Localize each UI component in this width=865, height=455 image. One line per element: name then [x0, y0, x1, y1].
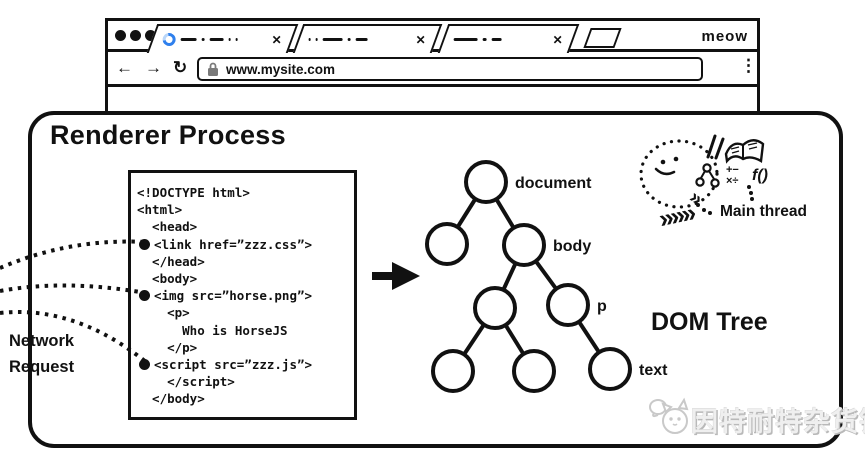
mini-tree-icon — [695, 163, 720, 188]
tab-title-placeholder — [355, 38, 368, 41]
code-line: </body> — [137, 391, 205, 407]
code-line: </head> — [137, 253, 205, 269]
browser-tab[interactable]: ✕ — [146, 24, 299, 53]
tab-title-placeholder — [201, 38, 205, 41]
new-tab-button[interactable] — [583, 28, 622, 48]
forward-icon[interactable]: → — [145, 58, 162, 77]
book-lines-icon — [730, 142, 758, 154]
toolbar: ← → ↻ www.mysite.com ⋮ — [108, 52, 757, 87]
code-line: </script> — [137, 374, 235, 390]
arrow-right-icon — [372, 262, 420, 290]
tab-title-placeholder — [235, 38, 238, 41]
code-line: Who is HorseJS — [137, 322, 288, 338]
resource-bullet-icon — [139, 238, 150, 250]
window-controls[interactable] — [115, 30, 156, 41]
renderer-process-title: Renderer Process — [50, 120, 286, 150]
back-icon[interactable]: ← — [116, 58, 133, 77]
tab-title-placeholder — [322, 38, 343, 41]
window-dot-icon[interactable] — [145, 30, 156, 41]
pencils-icon — [706, 134, 725, 160]
main-thread-character: +− ×÷ f() » »»» — [639, 134, 768, 234]
tab-title-placeholder — [453, 38, 478, 41]
tab-title-placeholder — [482, 38, 487, 41]
code-line: <head> — [137, 219, 198, 235]
math-symbols: ×÷ — [726, 175, 738, 187]
tab-title-placeholder — [308, 38, 311, 41]
dom-node-label: body — [553, 238, 591, 255]
main-thread-label: Main thread — [720, 203, 807, 220]
watermark-cat-logo — [649, 397, 689, 434]
code-line: <img src=”horse.png”> — [137, 287, 350, 304]
network-request-curves — [0, 239, 148, 364]
loading-spinner-icon — [160, 30, 179, 49]
lock-icon — [208, 62, 218, 76]
dot-trail-icon — [696, 185, 754, 215]
function-symbol: f() — [752, 167, 768, 184]
tab-title-placeholder — [209, 38, 224, 41]
dom-node — [473, 286, 517, 330]
code-line: <!DOCTYPE html> — [137, 185, 250, 200]
tab-close-icon[interactable]: ✕ — [552, 32, 563, 47]
dom-node-label: p — [597, 298, 607, 315]
tab-strip: ✕ ✕ ✕ meow — [108, 21, 757, 53]
html-code-box: <!DOCTYPE html> <html> <head><link href=”… — [128, 170, 357, 420]
resource-bullet-icon — [139, 358, 150, 370]
browser-brand: meow — [701, 28, 748, 45]
dom-node — [431, 349, 475, 393]
code-line: <p> — [137, 305, 190, 321]
math-symbols: +− — [726, 164, 739, 176]
tab-close-icon[interactable]: ✕ — [415, 32, 426, 47]
dom-node-label: text — [639, 362, 668, 379]
browser-tab[interactable]: ✕ — [437, 24, 580, 53]
book-icon — [724, 139, 765, 164]
network-request-label: Network Request — [9, 332, 75, 376]
code-line: <html> — [137, 202, 183, 218]
dom-node — [425, 222, 469, 266]
dom-tree-label: DOM Tree — [651, 308, 768, 336]
eye-icon — [673, 156, 679, 162]
url-text: www.mysite.com — [226, 61, 336, 77]
menu-icon[interactable]: ⋮ — [740, 56, 757, 75]
reload-icon[interactable]: ↻ — [173, 58, 188, 77]
tab-close-icon[interactable]: ✕ — [271, 32, 282, 47]
watermark-text: 因特耐特杂货铺 — [691, 407, 865, 437]
code-line: <link href=”zzz.css”> — [137, 236, 350, 253]
code-line: <body> — [137, 270, 198, 286]
dom-node-label: document — [515, 175, 592, 192]
browser-window: ✕ ✕ ✕ meow ← → ↻ www.mysite.com ⋮ — [105, 18, 760, 115]
tab-title-placeholder — [347, 38, 351, 41]
dom-node — [502, 223, 546, 267]
browser-tab[interactable]: ✕ — [292, 24, 443, 53]
window-dot-icon[interactable] — [130, 30, 141, 41]
code-line: <script src=”zzz.js”> — [137, 356, 350, 373]
eye-icon — [660, 159, 666, 165]
dom-node — [546, 283, 590, 327]
dom-node — [512, 349, 556, 393]
code-line: </p> — [137, 339, 198, 355]
tab-title-placeholder — [491, 38, 502, 41]
dom-node — [464, 160, 508, 204]
dom-node — [588, 347, 632, 391]
tab-title-placeholder — [180, 38, 197, 41]
url-bar[interactable]: www.mysite.com — [197, 57, 703, 81]
dom-tree-diagram: document body p text — [425, 160, 668, 393]
tab-title-placeholder — [315, 38, 318, 41]
resource-bullet-icon — [139, 290, 150, 302]
window-dot-icon[interactable] — [115, 30, 126, 41]
smile-icon — [654, 167, 676, 176]
tab-title-placeholder — [228, 38, 231, 41]
dotted-face-icon — [639, 139, 719, 209]
